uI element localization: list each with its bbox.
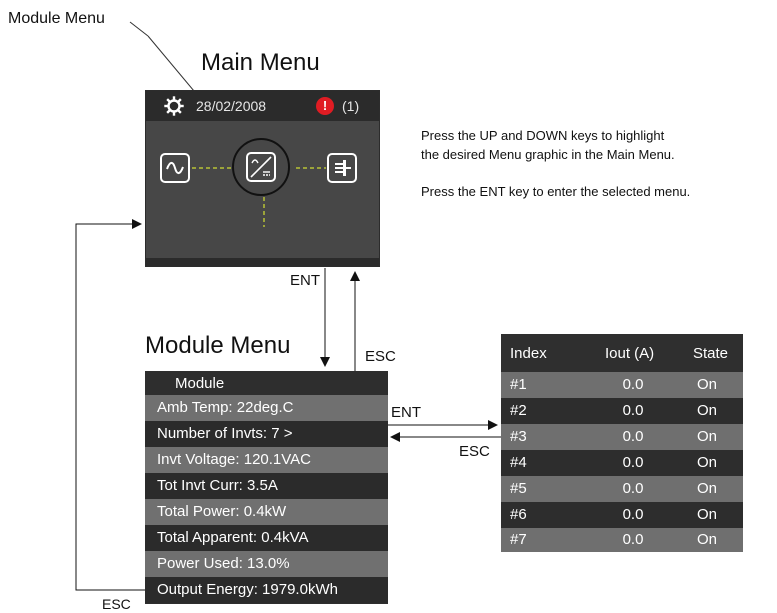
module-menu-title: Module Menu: [145, 332, 291, 359]
table-cell-state: On: [697, 454, 718, 471]
table-cell-index: #7: [510, 531, 527, 548]
table-cell-state: On: [697, 531, 718, 548]
table-header-cell: Iout (A): [605, 345, 655, 362]
table-cell-iout: 0.0: [622, 402, 644, 419]
table-cell-iout: 0.0: [622, 454, 644, 471]
table-cell-state: On: [697, 480, 718, 497]
module-menu-item[interactable]: Total Power: 0.4kW: [145, 499, 388, 525]
table-cell-index: #2: [510, 402, 527, 419]
table-row[interactable]: #7 0.0 On: [501, 528, 743, 552]
main-menu-title: Main Menu: [201, 49, 320, 76]
module-menu-item[interactable]: Invt Voltage: 120.1VAC: [145, 447, 388, 473]
module-menu-callout: Module Menu: [8, 10, 105, 27]
table-row[interactable]: #6 0.0 On: [501, 502, 743, 528]
main-menu-screen: 28/02/2008 ! (1): [145, 90, 380, 267]
esc-up-label: ESC: [365, 348, 396, 365]
module-menu-item[interactable]: Number of Invts: 7 >: [145, 421, 388, 447]
alarm-count: (1): [342, 98, 360, 114]
table-cell-index: #6: [510, 506, 527, 523]
table-row[interactable]: #2 0.0 On: [501, 398, 743, 424]
table-row[interactable]: #5 0.0 On: [501, 476, 743, 502]
instruction-line-1: Press the UP and DOWN keys to highlight: [421, 128, 665, 143]
table-row[interactable]: #1 0.0 On: [501, 372, 743, 398]
table-cell-index: #3: [510, 428, 527, 445]
callout-leader-1: [129, 21, 149, 37]
table-header-cell: State: [693, 345, 729, 362]
inverter-module-icon[interactable]: [232, 138, 290, 196]
table-row[interactable]: #3 0.0 On: [501, 424, 743, 450]
instruction-line-2: the desired Menu graphic in the Main Men…: [421, 147, 675, 162]
table-cell-index: #4: [510, 454, 527, 471]
table-cell-iout: 0.0: [622, 506, 644, 523]
module-menu-header: Module: [145, 371, 388, 397]
module-menu-panel: Module Amb Temp: 22deg.C Number of Invts…: [145, 371, 388, 604]
table-cell-index: #1: [510, 376, 527, 393]
esc-loop-arrow: [75, 219, 145, 591]
main-screen-date: 28/02/2008: [196, 98, 267, 114]
gear-icon: [164, 96, 184, 116]
table-cell-iout: 0.0: [622, 531, 644, 548]
table-header-row: Index Iout (A) State: [501, 334, 743, 370]
main-screen-footer: [146, 258, 379, 266]
module-menu-item[interactable]: Power Used: 13.0%: [145, 551, 388, 577]
table-cell-state: On: [697, 506, 718, 523]
ent-right-label: ENT: [391, 404, 421, 421]
table-cell-state: On: [697, 428, 718, 445]
menu-graphics: [192, 167, 326, 227]
ac-sine-icon[interactable]: [160, 153, 190, 183]
table-row[interactable]: #4 0.0 On: [501, 450, 743, 476]
table-cell-state: On: [697, 402, 718, 419]
ent-down-label: ENT: [290, 272, 320, 289]
table-cell-state: On: [697, 376, 718, 393]
table-cell-iout: 0.0: [622, 480, 644, 497]
table-cell-iout: 0.0: [622, 428, 644, 445]
main-screen-header: 28/02/2008 ! (1): [146, 91, 379, 121]
instruction-line-3: Press the ENT key to enter the selected …: [421, 184, 691, 199]
table-header-cell: Index: [510, 345, 547, 362]
module-menu-item[interactable]: Total Apparent: 0.4kVA: [145, 525, 388, 551]
table-cell-iout: 0.0: [622, 376, 644, 393]
distribution-panel-icon[interactable]: [327, 153, 357, 183]
table-cell-index: #5: [510, 480, 527, 497]
module-menu-item[interactable]: Amb Temp: 22deg.C: [145, 395, 388, 421]
module-menu-item[interactable]: Tot Invt Curr: 3.5A: [145, 473, 388, 499]
esc-bottom-label: ESC: [102, 596, 131, 612]
module-menu-item[interactable]: Output Energy: 1979.0kWh: [145, 577, 388, 603]
esc-left-label: ESC: [459, 443, 490, 460]
alert-icon: !: [316, 97, 334, 115]
inverter-table: Index Iout (A) State #1 0.0 On #2 0.0 On…: [501, 334, 743, 552]
